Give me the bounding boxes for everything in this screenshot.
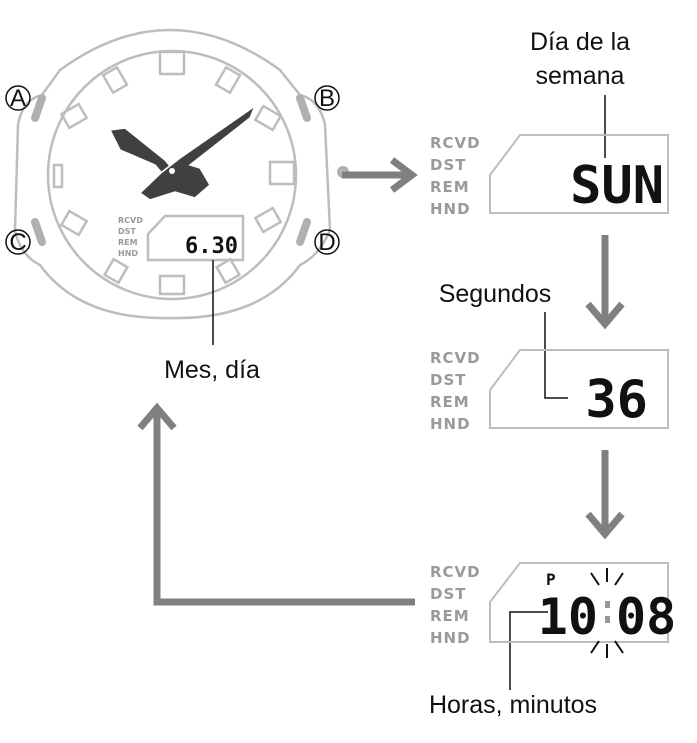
- screen-time: RCVD DST REM HND P 10 08: [430, 562, 676, 658]
- colon-bottom: [605, 616, 610, 623]
- colon-top: [605, 601, 610, 608]
- arrow-down-icon: [585, 450, 625, 540]
- indicator-hnd: HND: [430, 200, 471, 218]
- hour-markers: [52, 50, 296, 296]
- weekday-value: SUN: [570, 156, 664, 216]
- screen-weekday: RCVD DST REM HND SUN: [430, 134, 669, 218]
- screen-seconds: RCVD DST REM HND 36: [430, 349, 669, 433]
- button-c-label: C: [9, 229, 26, 256]
- indicator-dst: DST: [430, 585, 467, 603]
- label-hours-minutes: Horas, minutos: [429, 691, 597, 719]
- indicator-rcvd: RCVD: [118, 216, 143, 225]
- watch-indicators: RCVD DST REM HND 6.30: [118, 216, 238, 259]
- minute-hand: [138, 103, 257, 201]
- seconds-value: 36: [585, 370, 648, 430]
- label-month-day: Mes, día: [164, 356, 260, 384]
- button-b-label: B: [319, 85, 335, 112]
- arrow-down-icon: [585, 235, 625, 330]
- indicator-dst: DST: [430, 156, 467, 174]
- hours-value: 10: [538, 588, 598, 646]
- indicator-rcvd: RCVD: [430, 563, 481, 581]
- flow-arrows: [137, 157, 625, 606]
- blink-marks-icon: [590, 568, 624, 658]
- indicator-rem: REM: [430, 607, 470, 625]
- indicator-hnd: HND: [430, 415, 471, 433]
- indicator-rcvd: RCVD: [430, 134, 481, 152]
- label-weekday-1: Día de la: [530, 28, 630, 56]
- label-weekday-2: semana: [536, 62, 625, 90]
- indicator-rem: REM: [118, 238, 138, 247]
- indicator-hnd: HND: [118, 249, 138, 258]
- watch-lcd-frame: [146, 214, 245, 262]
- indicator-dst: DST: [118, 227, 136, 236]
- button-d-label: D: [318, 229, 335, 256]
- button-d-marker[interactable]: [314, 229, 340, 255]
- button-c-marker[interactable]: [5, 229, 31, 255]
- indicator-rem: REM: [430, 178, 470, 196]
- button-b-marker[interactable]: [314, 85, 340, 111]
- watch-buttons-labels: A B C D: [5, 85, 340, 256]
- pm-marker: P: [546, 570, 556, 589]
- indicator-hnd: HND: [430, 629, 471, 647]
- indicator-rcvd: RCVD: [430, 349, 481, 367]
- minutes-value: 08: [616, 588, 676, 646]
- watch-illustration: [13, 28, 332, 320]
- indicator-dst: DST: [430, 371, 467, 389]
- button-a-label: A: [10, 85, 26, 112]
- watch-hands: [108, 103, 257, 201]
- button-a-marker[interactable]: [5, 85, 31, 111]
- watch-lcd-value: 6.30: [185, 234, 238, 259]
- arrow-return-icon: [137, 402, 415, 606]
- label-seconds: Segundos: [439, 280, 552, 308]
- watch-case: [13, 28, 332, 320]
- arrow-right-icon: [342, 157, 418, 193]
- indicator-rem: REM: [430, 393, 470, 411]
